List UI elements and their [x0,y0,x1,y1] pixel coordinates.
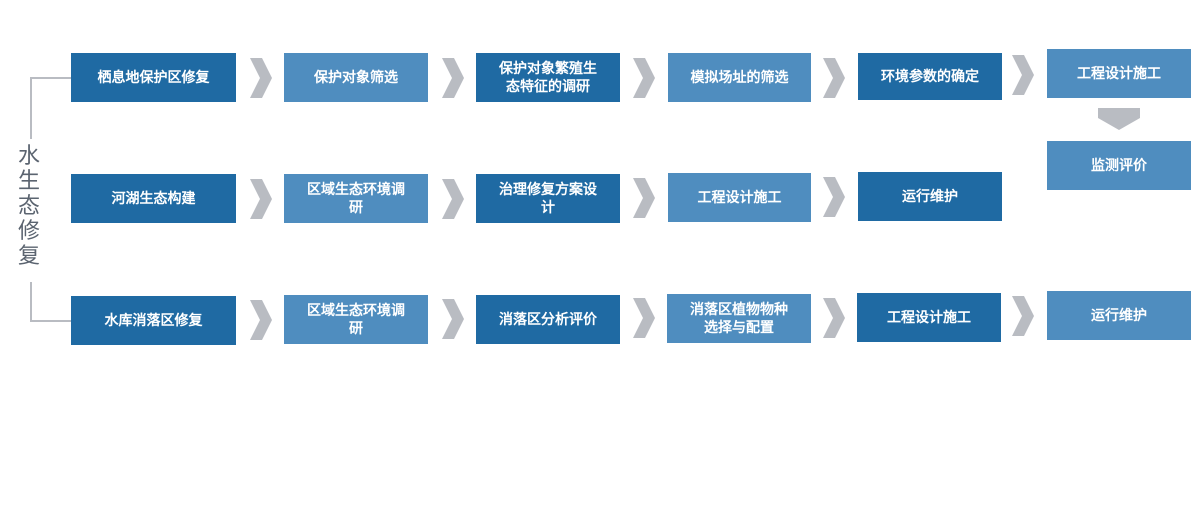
step-river-lake-construction: 河湖生态构建 [71,174,236,223]
step-target-screening: 保护对象筛选 [284,53,428,102]
step-regional-survey: 区域生态环境调 研 [284,295,428,344]
root-title: 水 生 态 修 复 [17,144,40,269]
step-operation-maintenance: 运行维护 [1047,291,1191,340]
flow-arrow-icon [1012,296,1034,336]
step-remediation-design: 治理修复方案设 计 [476,174,620,223]
bracket-bottom-connector [30,320,72,322]
step-habitat-restoration: 栖息地保护区修复 [71,53,236,102]
step-drawdown-analysis: 消落区分析评价 [476,295,620,344]
step-reservoir-restoration: 水库消落区修复 [71,296,236,345]
bracket-top-connector [30,77,72,79]
step-engineering-construction: 工程设计施工 [668,173,811,222]
flow-arrow-icon [823,58,845,98]
flow-arrow-icon [250,58,272,98]
flow-arrow-icon [1012,55,1034,95]
flow-arrow-icon [633,178,655,218]
step-env-parameters: 环境参数的确定 [858,53,1002,100]
step-breeding-survey: 保护对象繁殖生 态特征的调研 [476,53,620,102]
flow-arrow-icon [442,179,464,219]
flow-arrow-icon [633,58,655,98]
step-engineering-construction: 工程设计施工 [1047,49,1191,98]
bracket-top-line [30,77,32,139]
step-site-screening: 模拟场址的筛选 [668,53,811,102]
flow-arrow-icon [823,177,845,217]
flow-arrow-icon [250,300,272,340]
flow-arrow-icon [442,299,464,339]
step-monitoring-evaluation: 监测评价 [1047,141,1191,190]
bracket-bottom-line [30,282,32,322]
step-plant-selection: 消落区植物物种 选择与配置 [667,294,811,343]
flow-arrow-icon [250,179,272,219]
flow-arrow-icon [442,58,464,98]
step-engineering-construction: 工程设计施工 [857,293,1001,342]
step-operation-maintenance: 运行维护 [858,172,1002,221]
down-arrow-icon [1098,108,1140,130]
step-regional-survey: 区域生态环境调 研 [284,174,428,223]
flow-arrow-icon [633,298,655,338]
flow-arrow-icon [823,298,845,338]
